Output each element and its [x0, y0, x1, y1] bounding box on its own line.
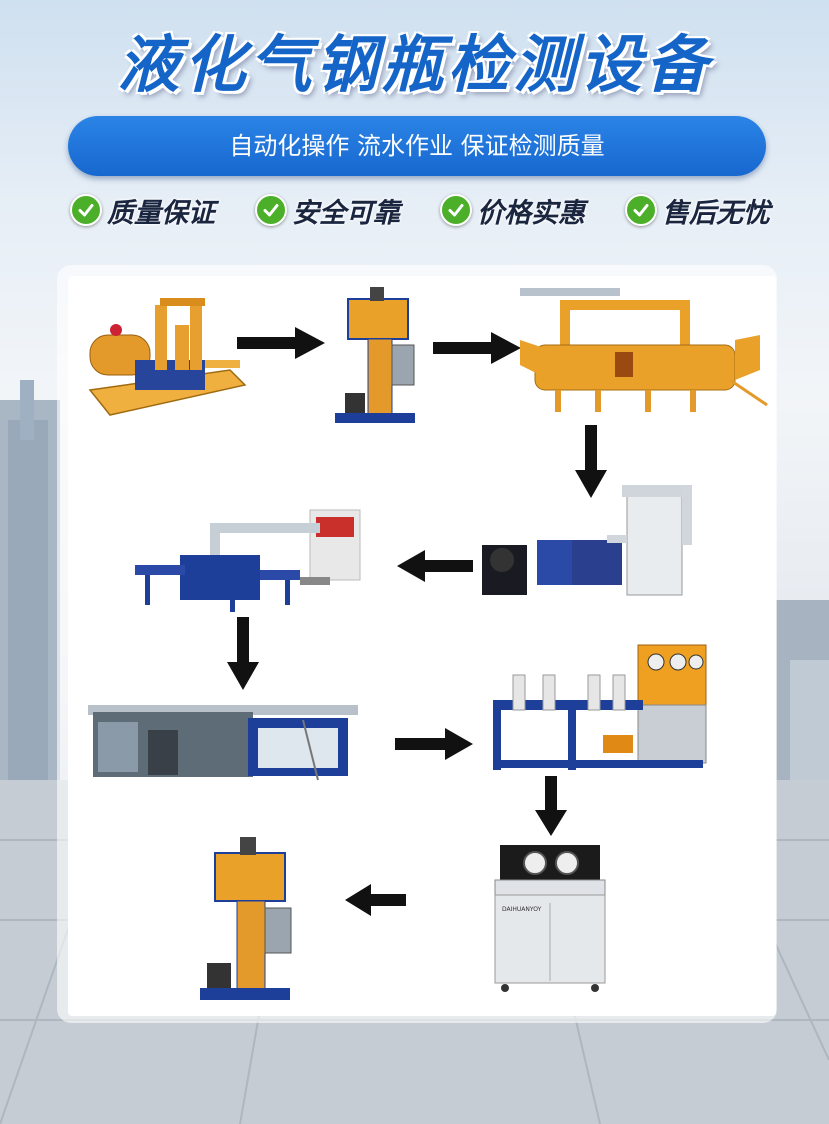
check-icon: [70, 194, 102, 226]
check-icon: [255, 194, 287, 226]
residual-gas-recovery-machine: [88, 298, 247, 416]
subtitle-banner: 自动化操作 流水作业 保证检测质量: [68, 116, 766, 176]
residual-deformation-test-room: [88, 705, 358, 781]
check-icon: [440, 194, 472, 226]
hydraulic-pressure-test-station: [493, 644, 707, 770]
arrow-icon: [345, 884, 406, 916]
arrow-icon: [395, 728, 473, 760]
feature-label: 安全可靠: [292, 197, 400, 229]
feature-list: 质量保证 安全可靠 价格实惠 售后无忧: [70, 188, 770, 232]
page-title: 液化气钢瓶检测设备: [117, 28, 712, 101]
valve-disassembly-machine: [335, 287, 415, 423]
drying-furnace-machine: [520, 288, 768, 412]
feature-item-aftersales: 售后无忧: [625, 191, 770, 230]
air-tightness-tester: DAIHUANYOY: [494, 845, 606, 992]
arrow-icon: [535, 776, 567, 836]
check-icon: [625, 194, 657, 226]
arrow-icon: [227, 617, 259, 690]
spray-painting-line: [135, 509, 361, 612]
arrow-icon: [237, 327, 325, 359]
feature-item-quality: 质量保证: [70, 191, 215, 230]
feature-item-price: 价格实惠: [440, 191, 585, 230]
tester-brand-label: DAIHUANYOY: [502, 906, 542, 913]
arrow-icon: [575, 425, 607, 498]
valve-assembly-machine: [200, 837, 292, 1000]
feature-label: 售后无忧: [662, 197, 770, 229]
arrow-icon: [433, 332, 521, 364]
arrow-icon: [397, 550, 473, 582]
feature-label: 价格实惠: [477, 197, 585, 229]
exhaust-purification-system: [482, 485, 692, 596]
feature-item-safety: 安全可靠: [255, 191, 400, 230]
feature-label: 质量保证: [107, 197, 215, 229]
